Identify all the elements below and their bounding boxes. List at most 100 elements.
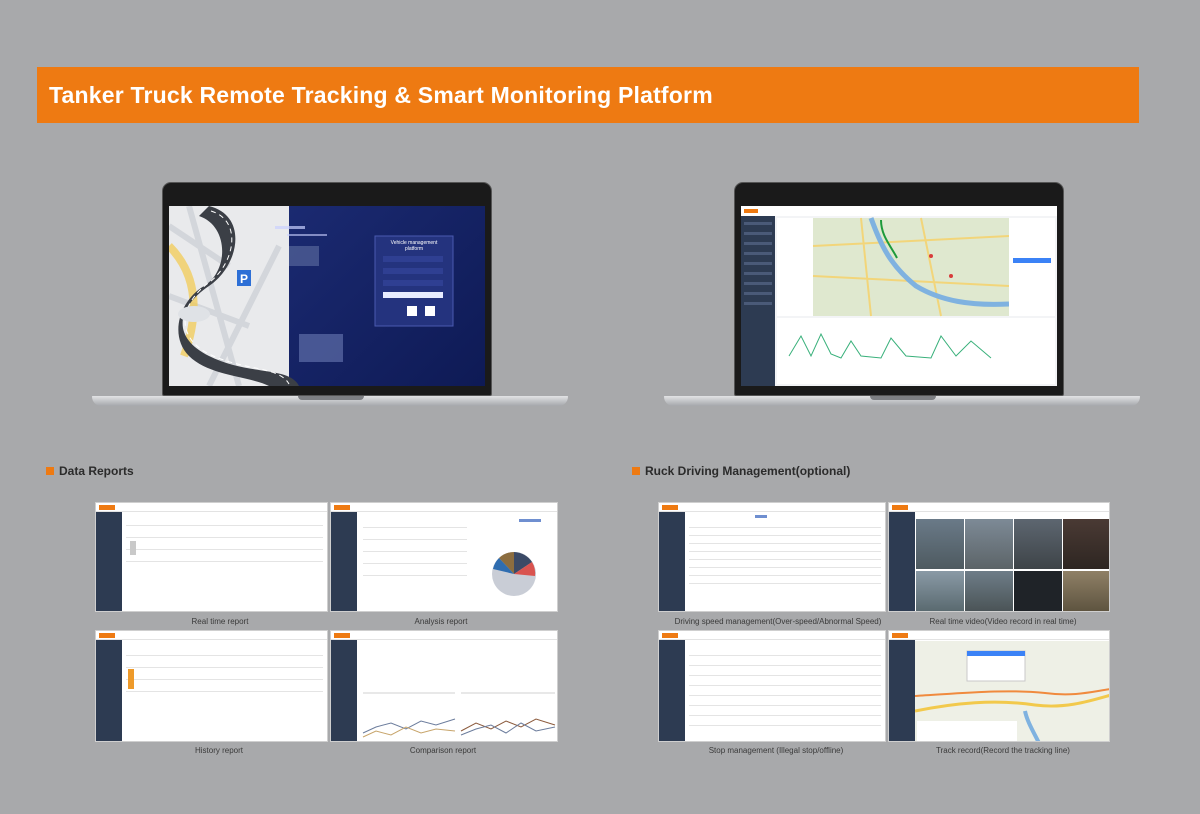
parking-sign-text: P xyxy=(240,272,248,286)
thumb-sidebar xyxy=(889,503,915,611)
caption-comparison-report: Comparison report xyxy=(409,746,477,755)
thumb-topbar xyxy=(96,631,327,640)
thumb-sidebar xyxy=(96,503,122,611)
video-feed-7[interactable] xyxy=(1014,571,1062,611)
thumb-topbar xyxy=(331,503,557,512)
video-feed-8[interactable] xyxy=(1063,571,1109,611)
table-row xyxy=(689,695,881,696)
table-row xyxy=(126,537,323,538)
video-feed-5[interactable] xyxy=(916,571,964,611)
table-row xyxy=(689,583,881,584)
thumb-topbar xyxy=(889,503,1109,512)
logo-icon xyxy=(892,633,908,638)
table-row xyxy=(689,685,881,686)
thumb-topbar xyxy=(889,631,1109,640)
table-row xyxy=(363,551,467,552)
video-feed-3[interactable] xyxy=(1014,519,1062,569)
video-feed-2[interactable] xyxy=(965,519,1013,569)
thumb-topbar xyxy=(331,631,557,640)
table-row xyxy=(126,667,323,668)
query-button[interactable] xyxy=(519,519,541,522)
login-form-title: Vehicle management platform xyxy=(390,240,438,252)
section-driving-management-label: Ruck Driving Management(optional) xyxy=(645,464,851,478)
thumb-history-report xyxy=(95,630,328,742)
caption-stop-management: Stop management (Illegal stop/offline) xyxy=(708,746,844,755)
table-row xyxy=(363,575,467,576)
thumb-topbar xyxy=(659,503,885,512)
table-row xyxy=(689,705,881,706)
login-screen: P Vehicle management platform xyxy=(169,206,485,386)
pie-chart xyxy=(492,552,536,596)
table-row xyxy=(126,549,323,550)
thumb-sidebar xyxy=(889,631,915,741)
table-row xyxy=(363,527,467,528)
thumb-sidebar xyxy=(331,503,357,611)
thumb-sidebar xyxy=(331,631,357,741)
logo-icon xyxy=(662,505,678,510)
track-map xyxy=(915,641,1109,741)
thumb-topbar xyxy=(659,631,885,640)
section-driving-management: Ruck Driving Management(optional) xyxy=(632,464,850,478)
table-row xyxy=(689,543,881,544)
thumb-sidebar xyxy=(96,631,122,741)
vehicle-thumbnail xyxy=(130,541,136,555)
table-row xyxy=(126,691,323,692)
table-row xyxy=(126,561,323,562)
logo-icon xyxy=(334,633,350,638)
section-data-reports: Data Reports xyxy=(46,464,134,478)
login-illustration: P xyxy=(169,206,454,386)
thumb-analysis-report xyxy=(330,502,558,612)
video-feed-1[interactable] xyxy=(916,519,964,569)
tracking-screen xyxy=(741,206,1057,386)
tracking-dashboard xyxy=(741,206,1057,386)
logo-icon xyxy=(99,633,115,638)
caption-analysis-report: Analysis report xyxy=(414,617,468,626)
title-banner: Tanker Truck Remote Tracking & Smart Mon… xyxy=(37,67,1139,123)
table-row xyxy=(689,567,881,568)
section-data-reports-label: Data Reports xyxy=(59,464,134,478)
table-row xyxy=(689,655,881,656)
thumb-real-time-report xyxy=(95,502,328,612)
thumb-sidebar xyxy=(659,503,685,611)
logo-icon xyxy=(334,505,350,510)
table-row xyxy=(126,655,323,656)
table-row xyxy=(689,527,881,528)
laptop-right-notch xyxy=(870,396,936,400)
page-title: Tanker Truck Remote Tracking & Smart Mon… xyxy=(49,82,713,108)
thumb-comparison-report xyxy=(330,630,558,742)
thumb-topbar xyxy=(96,503,327,512)
logo-icon xyxy=(662,633,678,638)
laptop-left-notch xyxy=(298,396,364,400)
table-row xyxy=(689,575,881,576)
laptop-right xyxy=(664,182,1140,422)
table-row xyxy=(126,679,323,680)
vehicle-thumbnail xyxy=(128,669,134,689)
table-row xyxy=(689,725,881,726)
caption-history-report: History report xyxy=(194,746,243,755)
thumb-real-time-video xyxy=(888,502,1110,612)
video-feed-4[interactable] xyxy=(1063,519,1109,569)
caption-track-record: Track record(Record the tracking line) xyxy=(936,746,1070,755)
section-marker-icon xyxy=(46,467,54,475)
logo-icon xyxy=(99,505,115,510)
video-feed-6[interactable] xyxy=(965,571,1013,611)
table-row xyxy=(126,525,323,526)
caption-real-time-report: Real time report xyxy=(191,617,249,626)
table-row xyxy=(689,665,881,666)
comparison-charts xyxy=(362,692,556,738)
table-row xyxy=(689,675,881,676)
logo-icon xyxy=(892,505,908,510)
table-row xyxy=(363,563,467,564)
thumb-track-record xyxy=(888,630,1110,742)
query-button[interactable] xyxy=(755,515,767,518)
laptop-left: P Vehicle management platform xyxy=(92,182,568,422)
section-marker-icon xyxy=(632,467,640,475)
table-row xyxy=(689,551,881,552)
table-row xyxy=(363,539,467,540)
table-row xyxy=(689,715,881,716)
thumb-driving-speed xyxy=(658,502,886,612)
table-row xyxy=(689,559,881,560)
laptop-right-base xyxy=(664,396,1140,406)
table-row xyxy=(689,535,881,536)
caption-driving-speed: Driving speed management(Over-speed/Abno… xyxy=(674,617,882,626)
